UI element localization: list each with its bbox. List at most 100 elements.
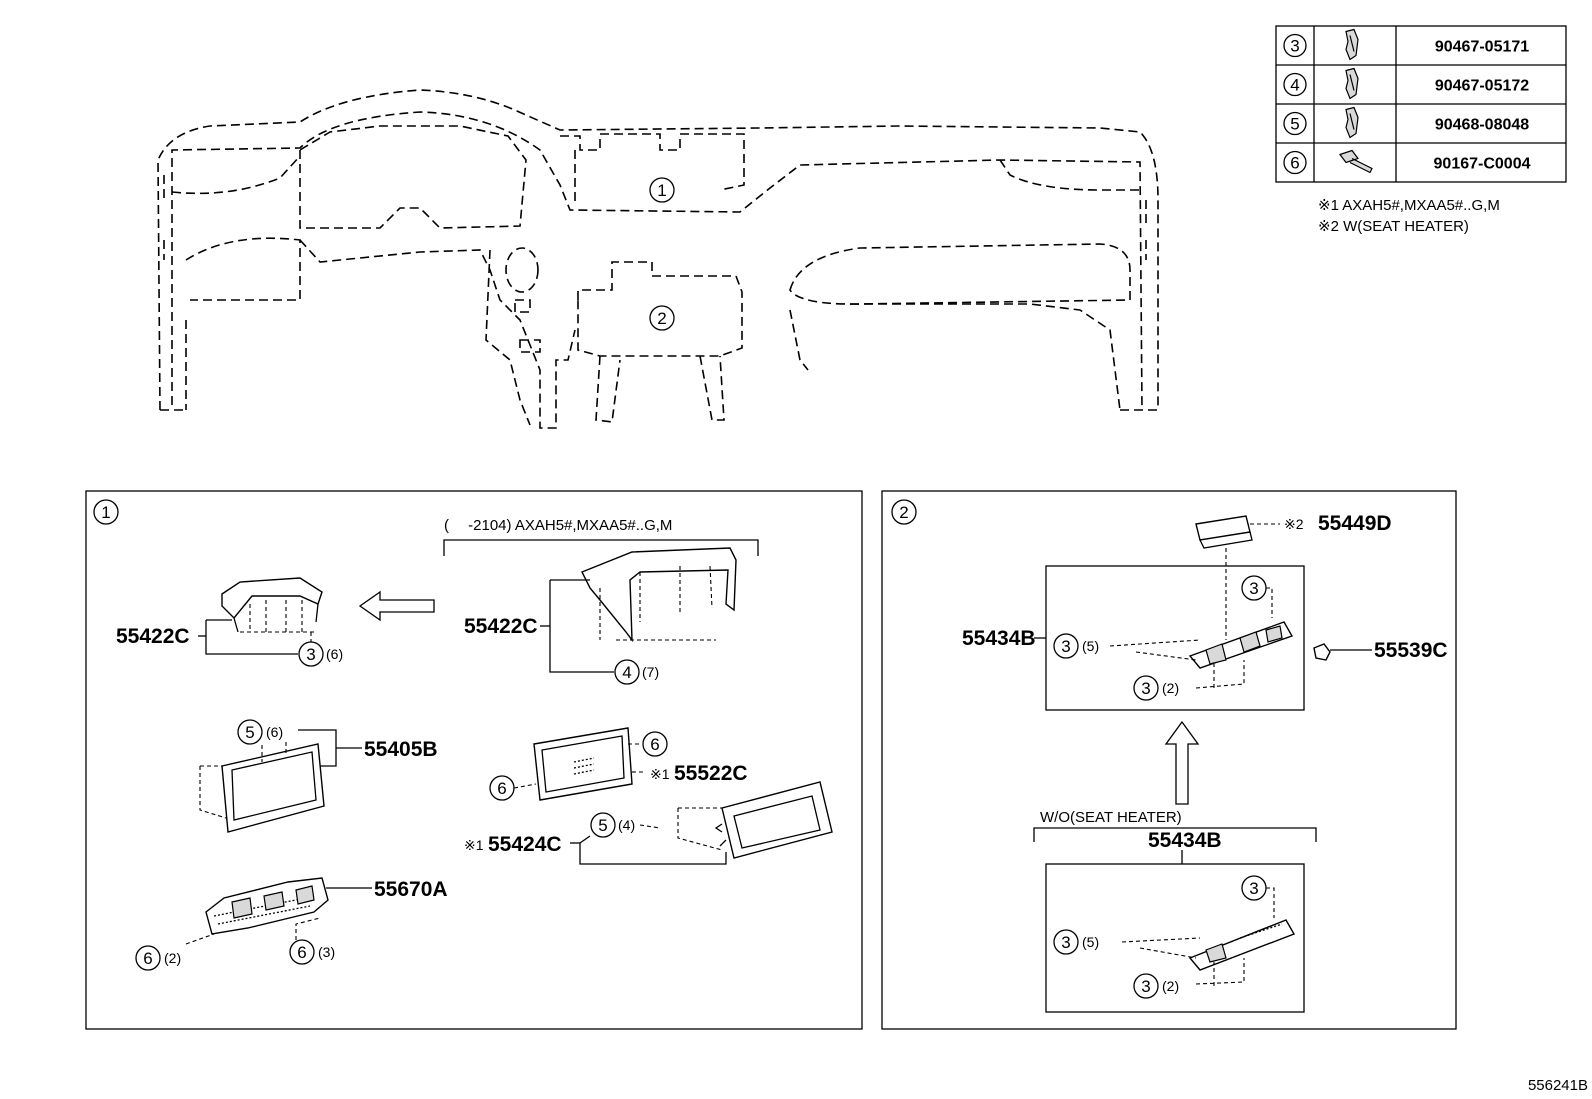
note-1: ※1 AXAH5#,MXAA5#..G,M: [1318, 197, 1500, 214]
qty-label: (2): [164, 950, 181, 966]
callout-3[interactable]: 3: [298, 641, 324, 667]
part-55539c-drawing: [1313, 643, 1331, 661]
part-55539c[interactable]: 55539C: [1374, 639, 1448, 662]
screw-icon: [1339, 149, 1373, 174]
cover-55422c-right-drawing: [581, 547, 737, 643]
part-number: 90468-08048: [1435, 117, 1529, 134]
callout-3[interactable]: 3: [1053, 633, 1079, 659]
panel-1-frame: [85, 490, 863, 1030]
callout-text: 2: [657, 309, 666, 328]
overview-callout-2[interactable]: 2: [649, 305, 675, 331]
svg-text:5: 5: [245, 723, 254, 742]
part-55670a[interactable]: 55670A: [374, 878, 448, 901]
leader: [1195, 660, 1245, 689]
panel-55522c-drawing: [533, 727, 633, 801]
panel-2-frame: [881, 490, 1457, 1030]
part-55422c-right[interactable]: 55422C: [464, 615, 538, 638]
ref-circle: [1283, 111, 1307, 136]
leader: [639, 824, 661, 829]
part-number: 90467-05171: [1435, 39, 1529, 56]
part-55405b[interactable]: 55405B: [364, 738, 438, 761]
bracket-55424c-drawing: [677, 781, 833, 859]
leader: [1195, 958, 1245, 986]
dashboard-overview: [157, 89, 1159, 429]
svg-text:3: 3: [1141, 679, 1150, 698]
fastener-table: [1275, 25, 1567, 183]
overview-callout-1[interactable]: 1: [649, 177, 675, 203]
diagram-id: 556241B: [1528, 1077, 1588, 1094]
callout-6[interactable]: 6: [489, 775, 515, 801]
callout-3[interactable]: 3: [1241, 575, 1267, 601]
console-panel-lower-drawing: [1188, 919, 1296, 971]
leader: [579, 835, 591, 844]
leader: [1109, 639, 1201, 661]
svg-text:1: 1: [101, 503, 110, 522]
part-55449d[interactable]: 55449D: [1318, 512, 1392, 535]
leader: [1266, 887, 1275, 918]
part-55434b-upper[interactable]: 55434B: [962, 627, 1036, 650]
qty-label: (5): [1082, 638, 1099, 654]
arrow-left-icon: [358, 590, 435, 622]
variant-bracket: [1033, 827, 1317, 842]
callout-6[interactable]: 6: [642, 731, 668, 757]
part-55424c[interactable]: 55424C: [488, 833, 562, 856]
svg-text:6: 6: [143, 949, 152, 968]
ref-number: 6: [1290, 154, 1299, 173]
svg-text:6: 6: [650, 735, 659, 754]
callout-5[interactable]: 5: [590, 812, 616, 838]
qty-label: (7): [642, 664, 659, 680]
table-row[interactable]: 6 90167-C0004: [1283, 149, 1531, 175]
display-55405b-drawing: [199, 742, 325, 833]
part-55434b-lower[interactable]: 55434B: [1148, 829, 1222, 852]
panel-1-variant-header: ( -2104) AXAH5#,MXAA5#..G,M: [444, 517, 672, 534]
variant-bracket: [443, 539, 759, 556]
part-number: 90467-05172: [1435, 78, 1529, 95]
svg-text:6: 6: [297, 943, 306, 962]
table-row[interactable]: 4 90467-05172: [1283, 67, 1529, 100]
callout-4[interactable]: 4: [614, 659, 640, 685]
ref-number: 4: [1290, 76, 1299, 95]
qty-label: (4): [618, 817, 635, 833]
qty-label: (5): [1082, 934, 1099, 950]
svg-text:2: 2: [899, 503, 908, 522]
svg-text:5: 5: [598, 816, 607, 835]
note-mark: ※1: [650, 766, 670, 782]
callout-6[interactable]: 6: [289, 939, 315, 965]
callout-3[interactable]: 3: [1241, 875, 1267, 901]
table-row[interactable]: 3 90467-05171: [1283, 28, 1529, 61]
part-55422c-left[interactable]: 55422C: [116, 625, 190, 648]
leader: [1266, 587, 1273, 618]
clip-icon: [1345, 67, 1359, 100]
part-55522c[interactable]: 55522C: [674, 762, 748, 785]
callout-6[interactable]: 6: [135, 945, 161, 971]
qty-label: (2): [1162, 978, 1179, 994]
arrow-up-icon: [1164, 720, 1200, 805]
callout-5[interactable]: 5: [237, 719, 263, 745]
box-55434b-lower: [1045, 863, 1305, 1013]
panel-1-badge: 1: [93, 499, 119, 525]
clip-icon: [1345, 28, 1359, 61]
svg-text:3: 3: [1249, 579, 1258, 598]
ref-number: 3: [1290, 37, 1299, 56]
svg-text:3: 3: [306, 645, 315, 664]
note-mark: ※1: [464, 837, 484, 853]
switch-55670a-drawing: [205, 877, 329, 935]
qty-label: (6): [326, 646, 343, 662]
svg-text:3: 3: [1061, 933, 1070, 952]
panel-2-badge: 2: [891, 499, 917, 525]
switch-55449d-drawing: [1195, 515, 1253, 549]
leader: [549, 580, 614, 673]
part-number: 90167-C0004: [1434, 156, 1531, 173]
callout-3[interactable]: 3: [1133, 973, 1159, 999]
qty-label: (6): [266, 724, 283, 740]
ref-circle: [1283, 72, 1307, 97]
callout-3[interactable]: 3: [1133, 675, 1159, 701]
svg-text:6: 6: [497, 779, 506, 798]
svg-text:3: 3: [1249, 879, 1258, 898]
cover-55422c-left-drawing: [221, 577, 323, 633]
qty-label: (3): [318, 944, 335, 960]
callout-3[interactable]: 3: [1053, 929, 1079, 955]
leader: [1121, 937, 1201, 959]
